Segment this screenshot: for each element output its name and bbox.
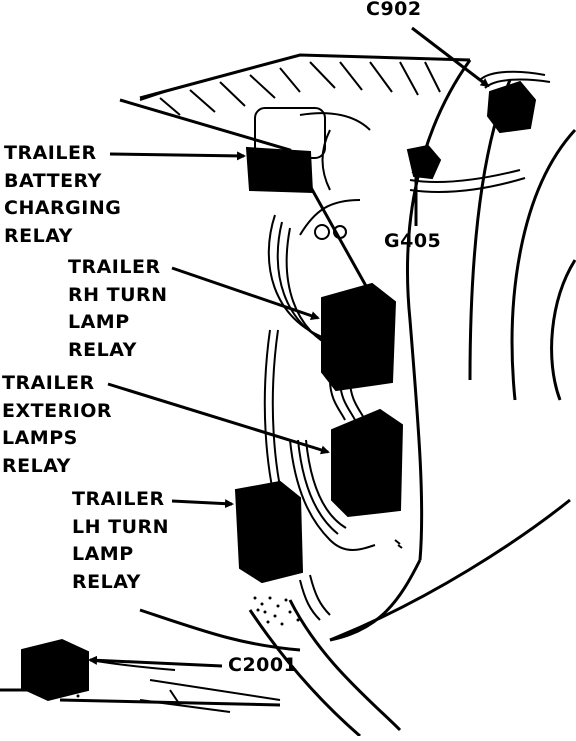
arrow-exterior-relay	[107, 382, 330, 455]
g405-ground	[406, 144, 442, 180]
c902-connector	[486, 80, 537, 134]
label-rh-turn-lamp-relay: TRAILER RH TURN LAMP RELAY	[68, 256, 168, 361]
label-c2001: C2001	[228, 654, 298, 676]
leader-arrows	[88, 26, 490, 668]
arrow-rh-turn-relay	[171, 266, 320, 320]
label-lh-turn-lamp-relay: TRAILER LH TURN LAMP RELAY	[72, 488, 170, 593]
wiring-harness	[89, 70, 551, 671]
battery-charging-relay	[245, 146, 314, 194]
stipple	[68, 596, 300, 698]
arrow-battery-relay	[109, 151, 246, 161]
label-g405: G405	[384, 230, 442, 252]
rh-turn-lamp-relay	[321, 282, 397, 392]
label-exterior-lamps-relay: TRAILER EXTERIOR LAMPS RELAY	[2, 372, 113, 477]
arrow-c902	[411, 26, 490, 88]
label-c902: C902	[366, 0, 422, 20]
arrow-lh-turn-relay	[171, 499, 234, 509]
vehicle-body-outline	[0, 53, 576, 738]
arrow-c2001	[88, 655, 223, 668]
label-battery-charging-relay: TRAILER BATTERY CHARGING RELAY	[4, 142, 122, 247]
c2001-connector	[21, 638, 89, 702]
exterior-lamps-relay	[331, 408, 404, 518]
hatching	[139, 61, 441, 713]
lh-turn-lamp-relay	[234, 480, 304, 584]
